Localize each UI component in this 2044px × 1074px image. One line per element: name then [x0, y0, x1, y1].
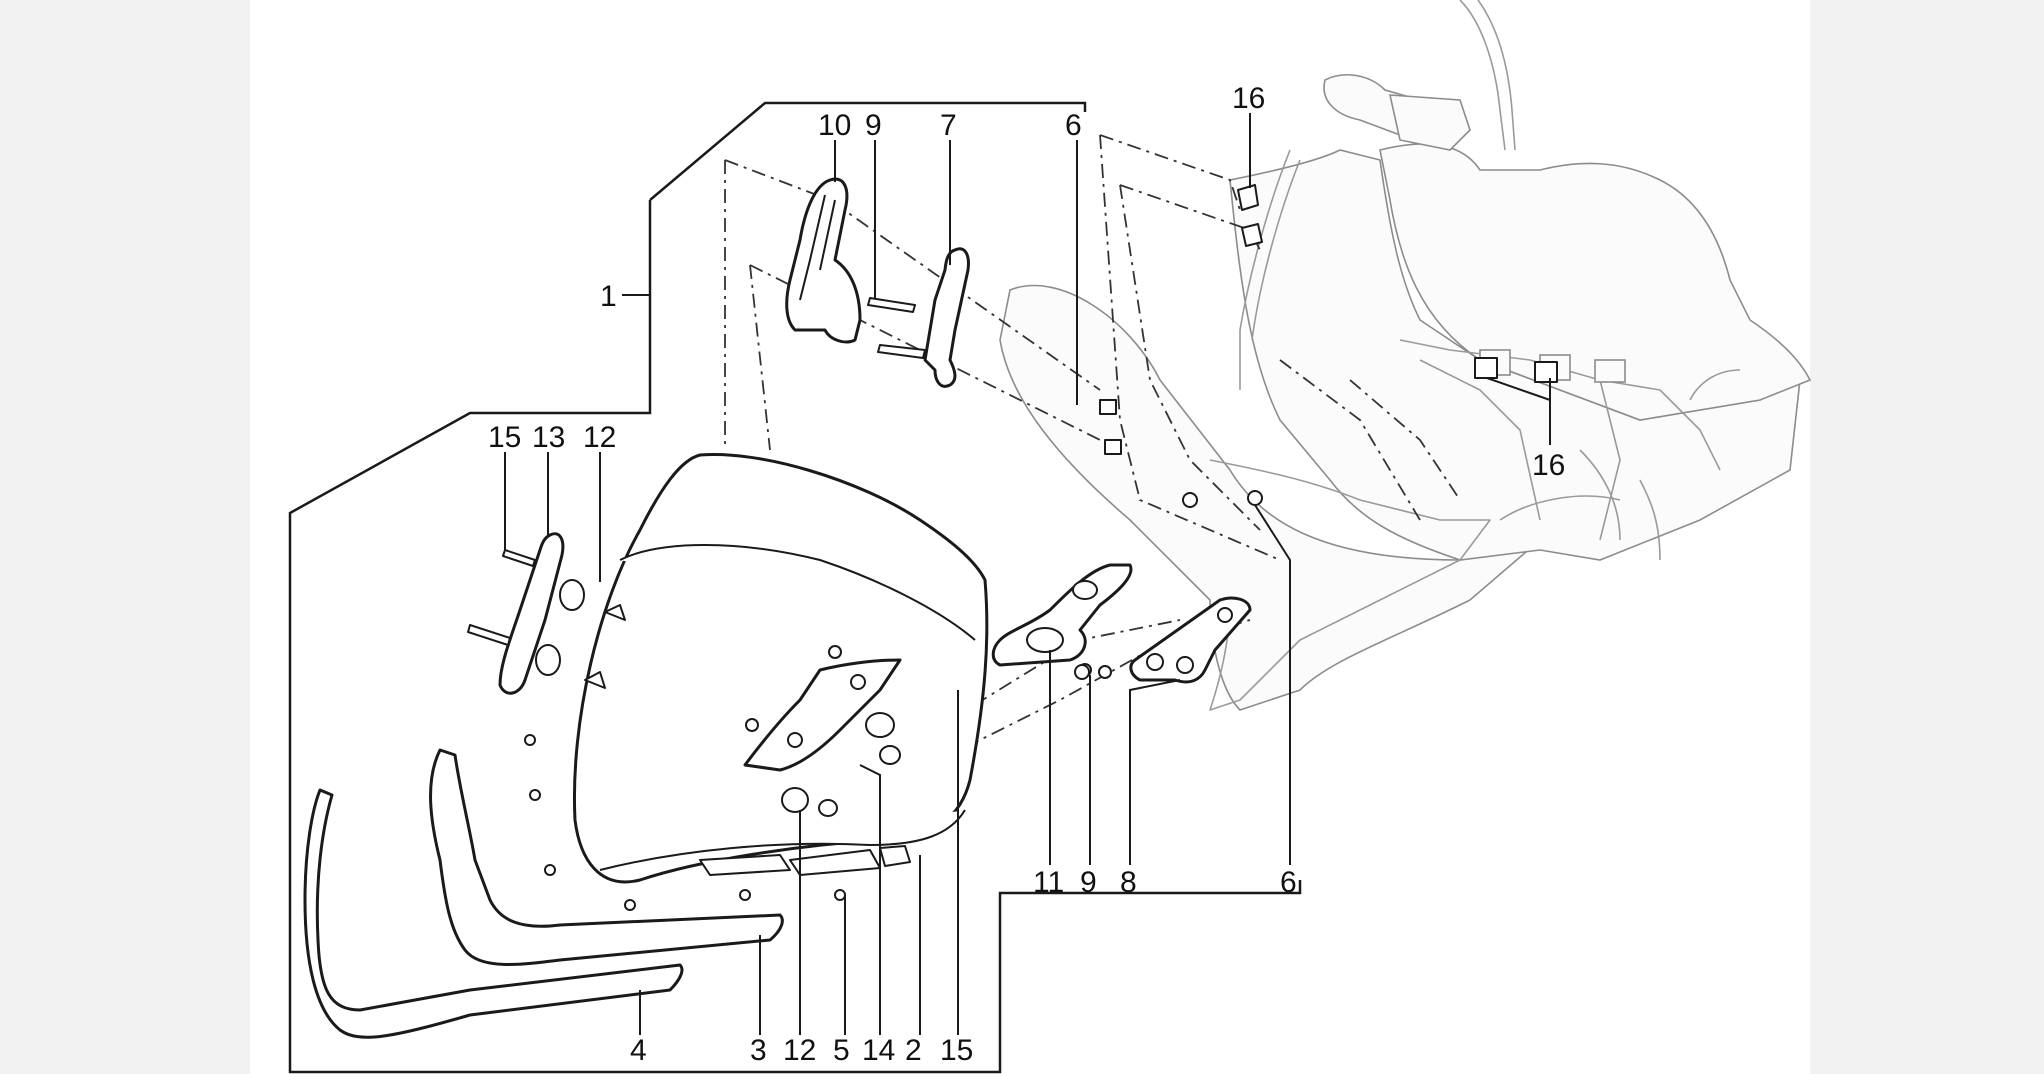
part-16-clips-lower — [1474, 357, 1558, 383]
callout-8: 8 — [1120, 866, 1137, 899]
callout-6-bottom: 6 — [1280, 866, 1297, 899]
scooter-front-fairing — [999, 284, 1541, 711]
scooter-clip-far — [1594, 359, 1626, 383]
callout-16-bottom: 16 — [1532, 449, 1565, 482]
kit-boundary-frame — [288, 101, 1302, 1074]
callout-15-top: 15 — [488, 421, 521, 454]
scooter-mirror-stem — [1459, 0, 1516, 151]
callout-9-bottom: 9 — [1080, 866, 1097, 899]
callout-labels: 1 2 3 4 5 6 6 7 8 9 9 10 11 12 12 13 14 … — [488, 82, 1565, 1067]
callout-9-top: 9 — [865, 109, 882, 142]
callout-14: 14 — [862, 1034, 895, 1067]
part-11-hole-upper — [1072, 580, 1098, 600]
part-10-inner — [799, 194, 836, 301]
callout-4: 4 — [630, 1034, 647, 1067]
leader-lines — [504, 113, 1551, 1035]
callout-1: 1 — [600, 280, 617, 313]
part-15-screws-left — [467, 549, 536, 646]
part-4-trim-strip — [303, 788, 684, 1039]
part-9-bolts — [867, 297, 926, 359]
part-6-nut-upper — [1099, 399, 1117, 415]
part-6-nut-lower — [1104, 439, 1122, 455]
part-5-screws — [524, 734, 846, 911]
scooter-fork-area — [1579, 369, 1741, 561]
part-11-hole — [1026, 627, 1064, 653]
part-15-screws-windscreen — [745, 645, 866, 748]
windscreen-lower-spoiler — [699, 845, 911, 876]
callout-2: 2 — [905, 1034, 922, 1067]
part-9-washer — [1074, 664, 1090, 680]
part-12-grommets-left — [535, 579, 626, 689]
callout-6-top: 6 — [1065, 109, 1082, 142]
callout-16-top: 16 — [1232, 82, 1265, 115]
part-11-bracket — [991, 563, 1133, 667]
callout-11: 11 — [1033, 866, 1064, 899]
part-6-washer-b — [1247, 490, 1263, 506]
callout-3: 3 — [750, 1034, 767, 1067]
part-10-bracket — [785, 177, 862, 344]
part-6-washer-a — [1182, 492, 1198, 508]
callout-12-top: 12 — [583, 421, 616, 454]
part-13-plate — [498, 532, 565, 695]
part-7-bracket — [923, 247, 970, 388]
callout-13: 13 — [532, 421, 565, 454]
callout-5: 5 — [833, 1034, 850, 1067]
scooter-inner-details — [1399, 339, 1721, 541]
callout-7: 7 — [940, 109, 957, 142]
scooter-switch-housing — [1388, 94, 1471, 151]
windscreen-bottom-edge — [599, 809, 966, 871]
part-12-grommets-windscreen — [781, 712, 901, 817]
scooter-leg-shield — [1229, 149, 1801, 561]
windscreen-inner-curve — [619, 544, 976, 641]
part-3-trim-strip — [429, 748, 784, 966]
scooter-lower-panel — [1209, 459, 1491, 711]
scooter-body — [999, 0, 1812, 711]
callout-12-bottom: 12 — [783, 1034, 816, 1067]
callout-15-bottom: 15 — [940, 1034, 973, 1067]
callout-10: 10 — [818, 109, 851, 142]
